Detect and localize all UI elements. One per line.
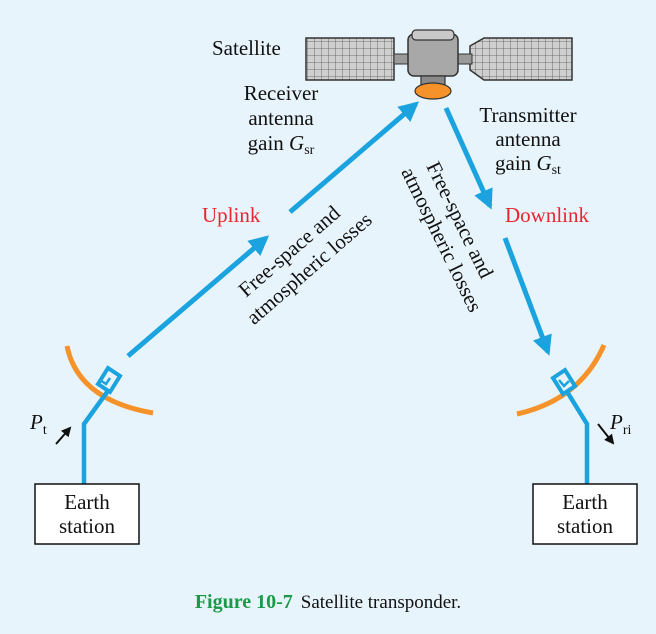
right-earth-station-line1: Earth [562, 490, 608, 514]
left-earth-station-line2: station [59, 514, 115, 538]
right-panel-arm [457, 53, 473, 65]
uplink-arrow-upper [288, 101, 420, 214]
right-feed-cable [564, 388, 590, 484]
downlink-arrow-upper [443, 106, 493, 210]
satellite [305, 29, 573, 100]
right-power-arrow [597, 423, 615, 445]
downlink-arrow-lower [502, 237, 552, 356]
receiver-label-line1: Receiver [244, 81, 319, 105]
left-dish [64, 345, 154, 416]
left-ground-antenna [64, 345, 154, 484]
satellite-body-top [411, 29, 455, 41]
transmitter-gain-label: gain Gst [495, 151, 561, 178]
left-solar-panel [305, 37, 395, 81]
receiver-label-line2: antenna [248, 106, 314, 130]
receiver-gain-label: gain Gsr [248, 131, 315, 158]
left-panel-arm [393, 53, 409, 65]
left-earth-station-line1: Earth [64, 490, 110, 514]
uplink-arrow-lower [126, 235, 270, 358]
satellite-label: Satellite [212, 36, 281, 60]
left-power-label: Pt [29, 410, 47, 438]
left-feed-cable [81, 386, 112, 484]
right-solar-panel [469, 37, 573, 81]
right-power-label: Pri [609, 410, 631, 438]
right-feed-horn [550, 367, 578, 397]
uplink-label: Uplink [202, 203, 261, 227]
downlink-losses-label: Free-space and atmospheric losses [396, 158, 498, 316]
right-earth-station-box [532, 483, 638, 545]
right-earth-station-line2: station [557, 514, 613, 538]
left-power-arrow [55, 426, 72, 445]
transmitter-label-line2: antenna [495, 127, 561, 151]
downlink-label: Downlink [505, 203, 590, 227]
left-earth-station-box [34, 483, 140, 545]
satellite-antenna-dish [414, 82, 452, 100]
right-ground-antenna [516, 343, 607, 484]
transmitter-label-line1: Transmitter [479, 103, 576, 127]
